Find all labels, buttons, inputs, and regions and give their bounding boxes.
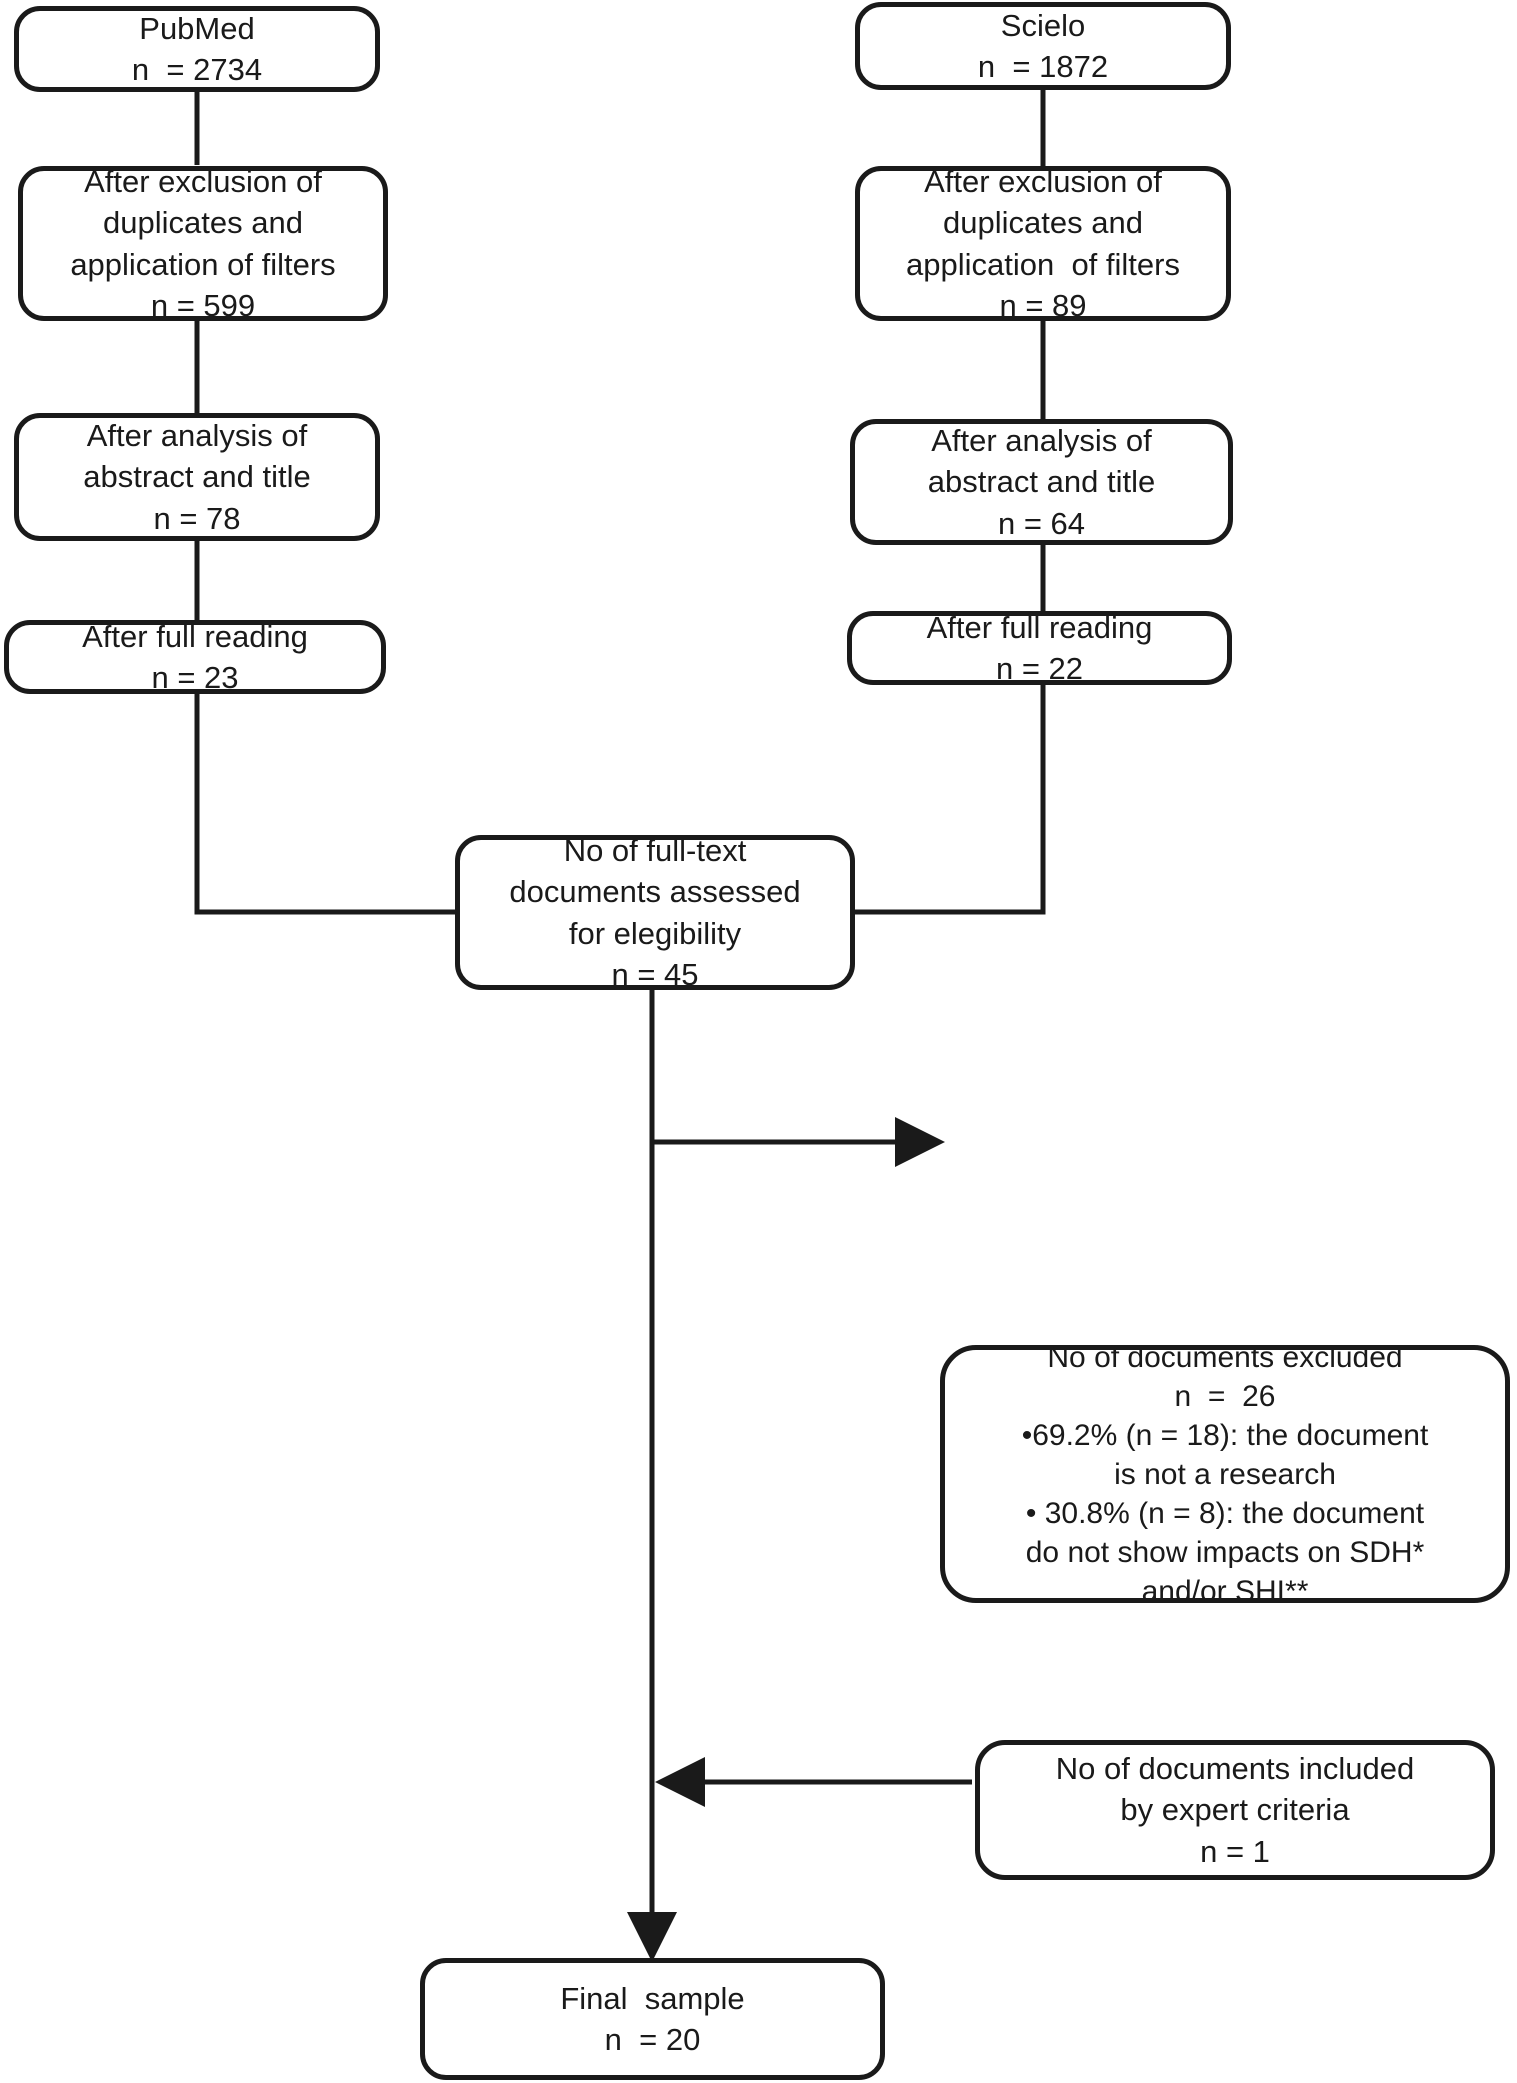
included-expert-line-2: n = 1 [1200,1833,1270,1869]
scielo-source-line-1: n = 1872 [977,49,1109,84]
scielo-dedup-line-3: n = 89 [999,287,1087,323]
scielo-full-reading-line-1: n = 22 [995,651,1084,686]
scielo-abstract-box[interactable]: After analysis of abstract and title n =… [850,419,1233,545]
excluded-line-2: •69.2% (n = 18): the document [1021,1418,1429,1452]
scielo-dedup-line-2: application of filters [906,246,1180,282]
final-sample-line-1: n = 20 [604,2022,701,2057]
eligibility-line-0: No of full-text [563,833,747,869]
pubmed-dedup-line-2: application of filters [70,246,336,282]
eligibility-line-3: n = 45 [611,956,699,992]
excluded-line-0: No of documents excluded [1047,1340,1403,1374]
included-expert-line-0: No of documents included [1055,1751,1415,1787]
scielo-dedup-box[interactable]: After exclusion of duplicates and applic… [855,164,1231,323]
scielo-abstract-line-2: n = 64 [997,505,1086,541]
pubmed-abstract-line-0: After analysis of [86,418,308,454]
final-sample-line-0: Final sample [560,1980,745,2016]
pubmed-abstract-line-1: abstract and title [83,459,311,495]
scielo-source-box[interactable]: Scielo n = 1872 [855,2,1231,90]
pubmed-full-reading-box[interactable]: After full reading n = 23 [4,619,386,695]
documents-excluded-box[interactable]: No of documents excluded n = 26 •69.2% (… [940,1341,1510,1608]
pubmed-dedup-box[interactable]: After exclusion of duplicates and applic… [18,164,388,323]
eligibility-box[interactable]: No of full-text documents assessed for e… [455,833,855,992]
pubmed-source-line-1: n = 2734 [131,52,263,87]
scielo-abstract-line-1: abstract and title [927,464,1156,500]
pubmed-abstract-box[interactable]: After analysis of abstract and title n =… [14,413,380,541]
pubmed-dedup-line-3: n = 599 [150,287,256,323]
scielo-full-reading-line-0: After full reading [926,609,1153,645]
pubmed-source-line-0: PubMed [139,10,255,46]
pubmed-dedup-line-1: duplicates and [103,205,303,241]
connector-pubmed-fullread-to-eligibility [194,692,455,915]
included-expert-line-1: by expert criteria [1120,1792,1350,1828]
excluded-line-1: n = 26 [1174,1379,1276,1413]
pubmed-dedup-line-0: After exclusion of [84,164,322,200]
connector-scielo-fullread-to-eligibility [855,683,1046,915]
excluded-line-6: and/or SHI** [1141,1574,1309,1608]
scielo-dedup-line-0: After exclusion of [924,164,1162,200]
eligibility-line-2: for elegibility [568,915,742,951]
excluded-line-3: is not a research [1114,1457,1336,1491]
pubmed-source-box[interactable]: PubMed n = 2734 [14,6,380,92]
pubmed-full-reading-line-1: n = 23 [151,660,239,695]
excluded-line-4: • 30.8% (n = 8): the document [1025,1496,1425,1530]
pubmed-abstract-line-2: n = 78 [153,500,241,536]
documents-included-expert-box[interactable]: No of documents included by expert crite… [975,1740,1495,1880]
pubmed-full-reading-line-0: After full reading [82,618,308,654]
eligibility-line-1: documents assessed [509,874,801,910]
scielo-full-reading-box[interactable]: After full reading n = 22 [847,610,1232,686]
scielo-dedup-line-1: duplicates and [943,205,1143,241]
scielo-source-line-0: Scielo [1000,7,1086,43]
scielo-abstract-line-0: After analysis of [931,423,1152,459]
final-sample-box[interactable]: Final sample n = 20 [420,1958,885,2080]
excluded-line-5: do not show impacts on SDH* [1025,1535,1425,1569]
